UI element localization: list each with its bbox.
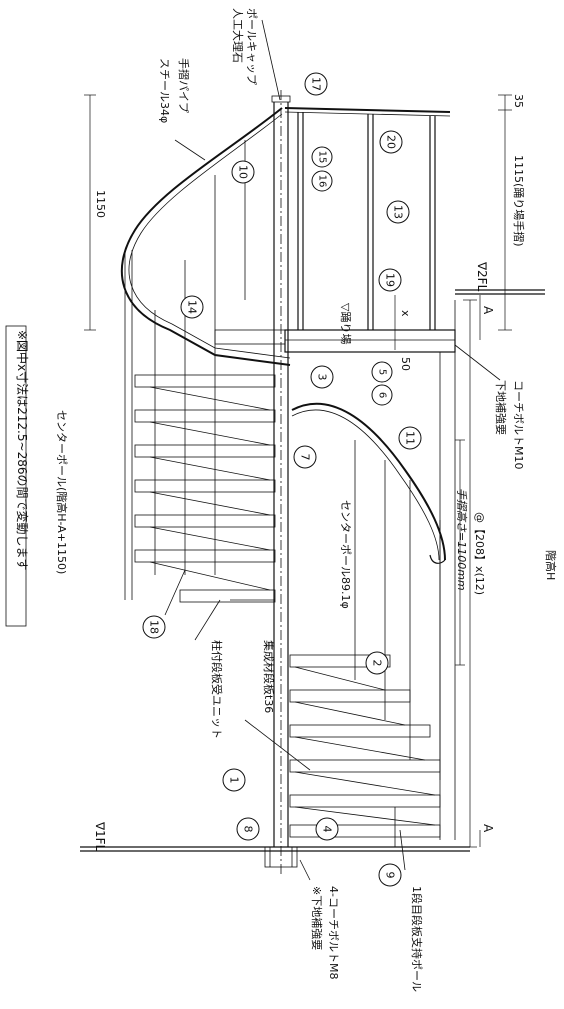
lower-treads [289, 654, 441, 847]
svg-text:14: 14 [186, 300, 199, 314]
upper-treads [134, 140, 286, 603]
label-reinforce-bottom: ※下地補強要 [310, 886, 323, 950]
label-note: ※図中x寸法は212.5~286の間で変動します [15, 330, 30, 570]
label-first-step-pole: 1段目段板支持ポール [410, 886, 424, 992]
text-labels: ポールキャップ 人工大理石 手摺パイプ スチール34φ 35 1115(踊り場手… [5, 8, 558, 992]
callout-4: 4 [315, 817, 339, 841]
label-pole-cap: ポールキャップ [245, 8, 258, 85]
note-box [5, 325, 27, 627]
callout-5: 5 [371, 361, 393, 383]
label-dim-1150: 1150 [94, 190, 107, 218]
callout-7: 7 [293, 445, 317, 469]
svg-text:8: 8 [242, 826, 255, 833]
svg-text:1: 1 [228, 777, 241, 784]
label-tread-unit: 柱付段板受ユニット [210, 640, 224, 739]
label-dim-50: 50 [399, 357, 412, 371]
label-laminated-tread: 集成材段板t36 [262, 640, 276, 713]
center-pole [264, 90, 298, 875]
callout-19: 19 [378, 268, 402, 292]
svg-text:11: 11 [404, 431, 417, 445]
svg-text:16: 16 [317, 175, 328, 188]
label-dim-35: 35 [512, 94, 525, 108]
callout-11: 11 [398, 426, 422, 450]
label-steel-34: スチール34φ [158, 58, 171, 123]
label-section-a-bottom: A [481, 824, 495, 833]
label-level-2fl: ∇2FL [475, 261, 489, 292]
callout-1: 1 [222, 768, 246, 792]
label-dim-1115: 1115(踊り場手摺) [512, 155, 526, 247]
label-landing: ▽踊り場 [339, 303, 352, 344]
callout-15: 15 [311, 146, 333, 168]
callout-9: 9 [378, 863, 402, 887]
callouts: 17 20 15 16 10 13 19 14 3 5 6 7 11 18 2 … [142, 72, 422, 887]
label-center-pole-size: センターポール89.1φ [339, 500, 352, 609]
label-tread-pitch: @【208】x(12) [473, 512, 486, 595]
svg-text:15: 15 [317, 151, 328, 164]
svg-text:9: 9 [384, 872, 397, 879]
svg-text:3: 3 [316, 374, 329, 381]
callout-8: 8 [236, 817, 260, 841]
svg-text:5: 5 [377, 369, 388, 375]
label-artificial-marble: 人工大理石 [231, 8, 245, 63]
callout-3: 3 [310, 365, 334, 389]
svg-text:20: 20 [385, 135, 398, 149]
leader-lines [164, 19, 501, 881]
label-section-a-top: A [481, 306, 495, 315]
label-reinforce-top: 下地補強要 [494, 380, 507, 435]
callout-6: 6 [371, 384, 393, 406]
label-center-pole-formula: センターポール(階高H-A+1150) [55, 410, 69, 574]
callout-18: 18 [142, 615, 166, 639]
label-coach-bolt-m10: コーチボルトM10 [512, 380, 525, 470]
label-level-1fl: ∇1FL [93, 821, 107, 852]
lower-handrail [291, 402, 446, 780]
label-floor-height: 階高H [544, 550, 558, 580]
callout-14: 14 [180, 295, 204, 319]
svg-text:13: 13 [392, 205, 405, 219]
callout-13: 13 [386, 200, 410, 224]
label-handrail-height: 手摺高さ=1100mm [455, 488, 468, 591]
svg-text:10: 10 [237, 165, 250, 179]
callout-16: 16 [311, 170, 333, 192]
label-x-mark: x [399, 310, 412, 317]
svg-text:18: 18 [148, 620, 161, 634]
upper-handrail [120, 107, 291, 600]
landing-railing [284, 107, 456, 840]
svg-text:4: 4 [321, 826, 334, 833]
dimensions [84, 94, 512, 848]
label-handrail-pipe: 手摺パイプ [177, 58, 191, 113]
svg-text:7: 7 [299, 454, 312, 461]
label-coach-bolt-m8: 4-コーチボルトM8 [327, 886, 340, 979]
callout-2: 2 [365, 651, 389, 675]
svg-text:2: 2 [371, 660, 384, 667]
callout-17: 17 [304, 72, 328, 96]
callout-10: 10 [231, 160, 255, 184]
svg-text:6: 6 [377, 392, 388, 398]
callout-20: 20 [379, 130, 403, 154]
svg-text:17: 17 [310, 77, 323, 91]
svg-text:19: 19 [384, 273, 397, 287]
